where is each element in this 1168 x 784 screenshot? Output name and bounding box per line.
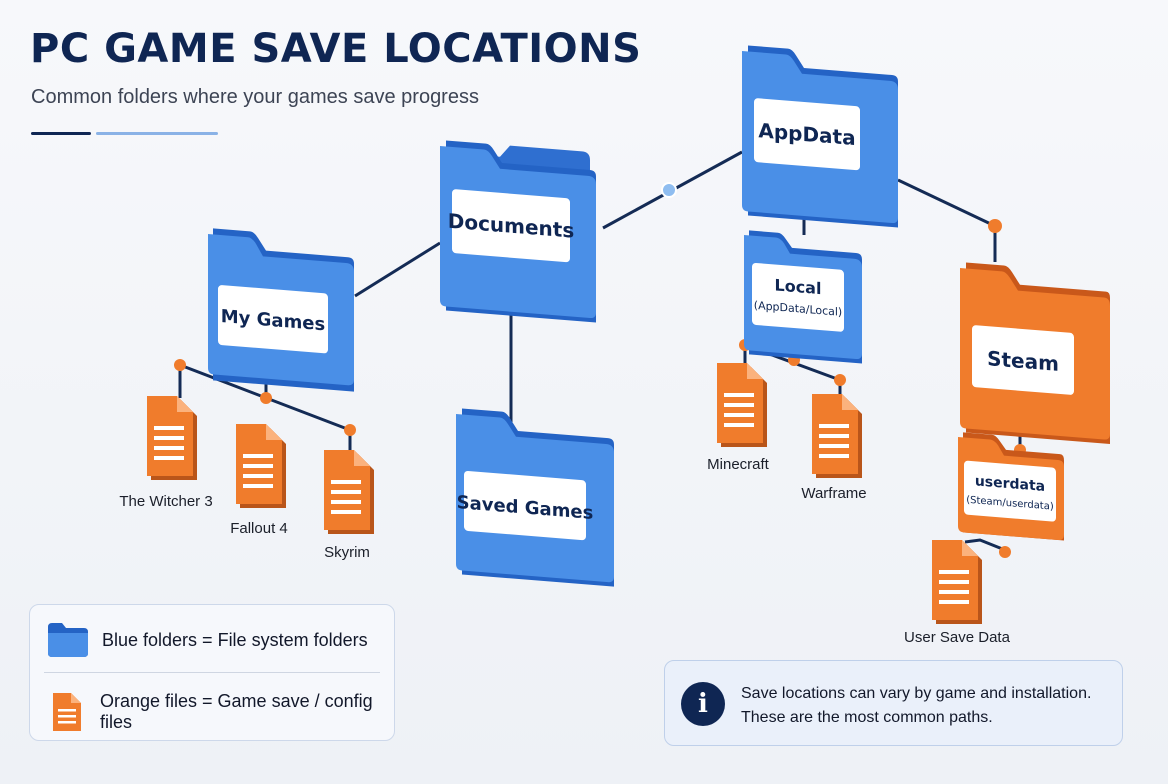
folder-local-label: Local xyxy=(775,275,822,298)
file-icon xyxy=(324,450,374,534)
info-note-line-1: Save locations can vary by game and inst… xyxy=(741,685,1092,702)
page-title: PC GAME SAVE LOCATIONS xyxy=(30,26,642,72)
folder-icon xyxy=(48,623,88,657)
info-note-line-2: These are the most common paths. xyxy=(741,709,993,726)
file-the-witcher-3-label: The Witcher 3 xyxy=(119,493,212,510)
folder-userdata: userdata (Steam/userdata) xyxy=(958,432,1064,541)
title-underline-accent xyxy=(31,132,91,135)
file-icon xyxy=(717,363,767,447)
file-user-save-data-label: User Save Data xyxy=(904,629,1011,646)
legend-row-folders: Blue folders = File system folders xyxy=(48,623,368,657)
folder-steam: Steam xyxy=(960,262,1110,445)
file-icon xyxy=(932,540,982,624)
legend-divider xyxy=(44,672,380,673)
file-icon xyxy=(52,693,81,731)
file-the-witcher-3: The Witcher 3 xyxy=(119,396,213,510)
info-note: i Save locations can vary by game and in… xyxy=(664,660,1123,746)
file-icon xyxy=(147,396,197,480)
file-icon xyxy=(812,394,862,478)
legend: Blue folders = File system folders Orang… xyxy=(29,604,395,741)
file-skyrim-label: Skyrim xyxy=(324,544,370,561)
info-note-text: Save locations can vary by game and inst… xyxy=(741,682,1091,730)
file-minecraft: Minecraft xyxy=(707,363,770,473)
title-underline xyxy=(96,132,218,135)
file-user-save-data: User Save Data xyxy=(904,540,1011,646)
info-icon: i xyxy=(681,682,725,726)
file-fallout-4: Fallout 4 xyxy=(230,424,288,537)
file-warframe-label: Warframe xyxy=(801,485,866,502)
file-icon xyxy=(236,424,286,508)
file-skyrim: Skyrim xyxy=(324,450,374,561)
folder-documents: Documents xyxy=(440,140,596,323)
legend-files-label: Orange files = Game save / config files xyxy=(99,691,373,732)
folder-appdata: AppData xyxy=(742,45,898,228)
page-subtitle: Common folders where your games save pro… xyxy=(31,86,479,108)
legend-row-files: Orange files = Game save / config files xyxy=(48,691,394,733)
folder-local: Local (AppData/Local) xyxy=(744,230,862,364)
legend-folders-label: Blue folders = File system folders xyxy=(102,629,368,650)
folder-steam-label: Steam xyxy=(987,346,1059,376)
folder-userdata-label: userdata xyxy=(975,473,1045,495)
folder-saved-games: Saved Games xyxy=(456,408,614,587)
file-fallout-4-label: Fallout 4 xyxy=(230,520,288,537)
file-minecraft-label: Minecraft xyxy=(707,456,770,473)
connector-dots xyxy=(174,182,1026,558)
file-warframe: Warframe xyxy=(801,394,867,502)
folder-my-games: My Games xyxy=(208,228,354,392)
